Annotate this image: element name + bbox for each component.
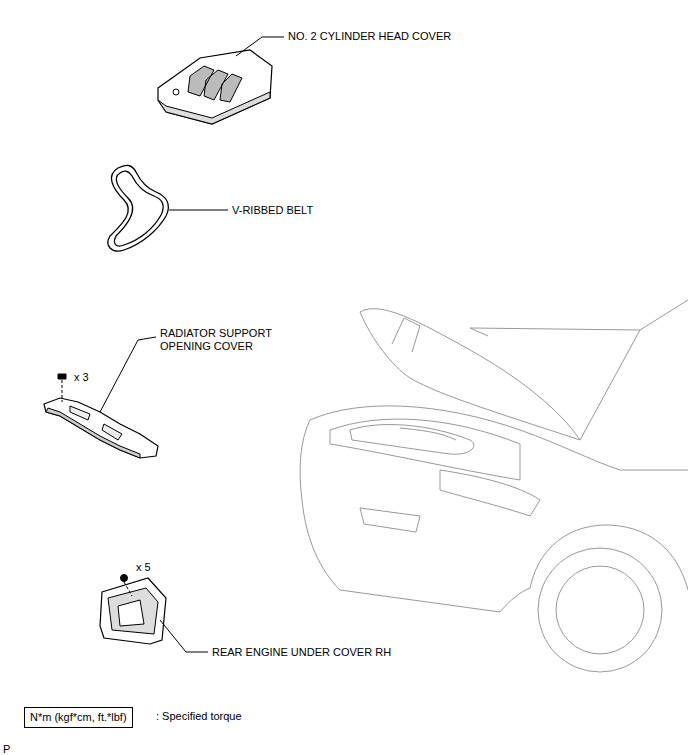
- engine-detail: [350, 425, 474, 455]
- engine-bay: [330, 419, 520, 480]
- rear-engine-under-cover: [100, 575, 208, 653]
- cover-ribs: [188, 66, 242, 102]
- dashed-guide: [62, 380, 63, 402]
- torque-box: N*m (kgf*cm, ft.*lbf): [24, 707, 133, 728]
- wheel-arch: [530, 525, 688, 590]
- cover-detail: [118, 600, 144, 626]
- leader-line: [236, 37, 262, 56]
- quantity-label: x 5: [136, 561, 151, 574]
- clip-symbol: [58, 374, 66, 379]
- part-label: REAR ENGINE UNDER COVER RH: [212, 646, 391, 659]
- radiator-support-opening-cover: [44, 337, 158, 458]
- quantity-label: x 3: [74, 371, 89, 384]
- front-grille: [360, 508, 420, 532]
- cover-detail: [70, 406, 122, 440]
- part-label: V-RIBBED BELT: [232, 204, 313, 217]
- cover-edge: [46, 408, 140, 458]
- wheel: [538, 548, 662, 672]
- part-label: NO. 2 CYLINDER HEAD COVER: [288, 30, 451, 43]
- vehicle-front: [300, 300, 688, 672]
- page-mark: P: [3, 743, 10, 755]
- hood-stay: [392, 318, 420, 352]
- leader-line: [262, 37, 284, 38]
- windshield: [470, 328, 640, 336]
- cylinder-head-cover: [158, 37, 284, 124]
- cover-outline: [158, 50, 272, 124]
- box-text: N*m (kgf*cm, ft.*lbf): [30, 711, 127, 724]
- dashed-guide: [124, 582, 132, 596]
- leader-line: [100, 337, 156, 412]
- cover-boss: [173, 89, 179, 95]
- a-pillar: [580, 300, 688, 440]
- front-bumper: [300, 420, 530, 612]
- cover-outline: [44, 398, 158, 458]
- belt-outer: [108, 165, 168, 251]
- leader-line: [160, 620, 208, 652]
- v-ribbed-belt: [108, 165, 228, 251]
- clip-symbol: [121, 575, 128, 582]
- legend-text: : Specified torque: [156, 710, 242, 723]
- cover-outline: [100, 578, 166, 644]
- wheel-rim: [556, 566, 644, 654]
- belt-inner: [114, 171, 163, 246]
- cover-recess: [108, 588, 158, 634]
- leader-line: [169, 210, 228, 211]
- part-label: RADIATOR SUPPORT OPENING COVER: [160, 327, 300, 353]
- headlight: [440, 470, 540, 516]
